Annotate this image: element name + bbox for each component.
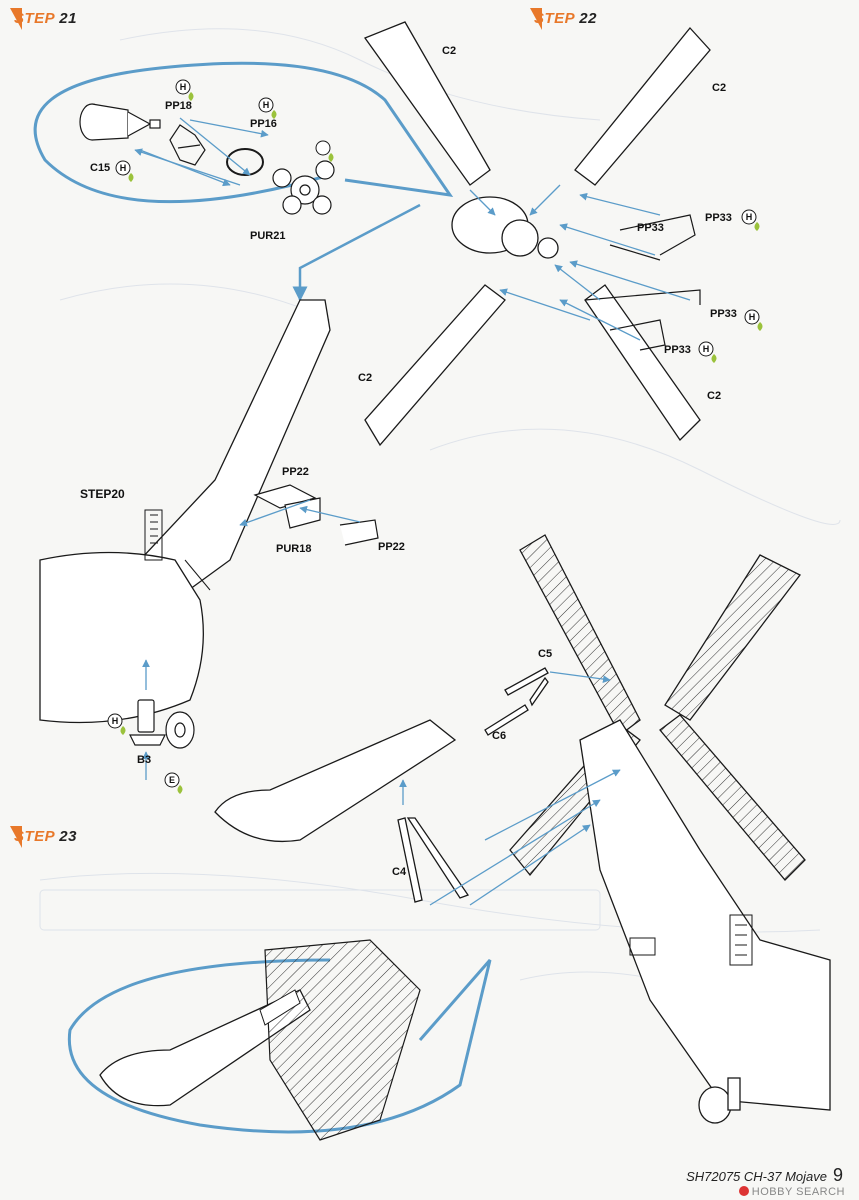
part-label-c4: C4	[392, 866, 407, 878]
part-label-pur21: PUR21	[250, 230, 286, 242]
watermark: HOBBY SEARCH	[738, 1186, 845, 1198]
step-23-number: 23	[59, 828, 77, 845]
step20-reference: STEP20	[80, 487, 125, 501]
part-label-pp33-a: PP33	[705, 212, 732, 224]
page-number: 9	[832, 1165, 843, 1185]
glue-hard-marker: H	[746, 212, 753, 222]
part-label-c2-bottom-right: C2	[707, 390, 722, 402]
glue-epoxy-marker: E	[169, 775, 175, 785]
part-label-c5: C5	[538, 648, 553, 660]
glue-hard-marker: H	[112, 716, 119, 726]
step22-blades	[363, 21, 711, 447]
tail-boom	[39, 299, 331, 724]
clip-pp18	[169, 124, 206, 166]
step-21-number: 21	[59, 10, 77, 27]
tail-wheel-b3	[129, 699, 195, 749]
part-label-pp22-top: PP22	[282, 466, 309, 478]
glue-hard-marker: H	[749, 312, 756, 322]
glue-markers: H H H H H H H E	[107, 79, 763, 794]
glue-hard-marker: H	[263, 100, 270, 110]
tailplane	[214, 719, 457, 843]
step-22-number: 22	[579, 10, 597, 27]
page-footer: SH72075 CH-37 Mojave 9	[686, 1165, 843, 1186]
step-21-tag: STEP 21	[10, 8, 90, 30]
step23-callout	[67, 939, 492, 1141]
rotor-shaft-c15	[79, 103, 161, 141]
part-label-pp33-c: PP33	[710, 308, 737, 320]
struts	[397, 667, 549, 903]
kit-code: SH72075 CH-37 Mojave	[686, 1169, 827, 1184]
glue-hard-marker: H	[120, 163, 127, 173]
tail-parts-pp22	[253, 484, 379, 546]
fuselage-right	[579, 719, 831, 1124]
part-label-pp18: PP18	[165, 100, 192, 112]
part-label-c2-left: C2	[358, 372, 373, 384]
part-label-c15: C15	[90, 162, 111, 174]
step21-callout	[33, 61, 454, 215]
part-label-c6: C6	[492, 730, 507, 742]
part-label-pp22-right: PP22	[378, 541, 405, 553]
step22-links	[584, 214, 701, 351]
watermark-logo-icon	[738, 1186, 749, 1196]
tail-detail	[144, 509, 211, 591]
watermark-text: HOBBY SEARCH	[751, 1186, 845, 1198]
step-22-prefix: STEP	[534, 10, 575, 27]
hub-pur21	[272, 160, 335, 215]
step-23-prefix: STEP	[14, 828, 55, 845]
part-label-pp33-d: PP33	[664, 344, 691, 356]
background-ghost	[39, 28, 841, 991]
callout-arrow-21	[292, 203, 421, 302]
part-label-b3: B3	[137, 754, 152, 766]
rotor-hatched	[509, 534, 806, 881]
part-label-pp33-b: PP33	[637, 222, 664, 234]
part-label-c2-right: C2	[712, 82, 727, 94]
part-label-c2-top: C2	[442, 45, 457, 57]
step-23-tag: STEP 23	[10, 826, 90, 848]
step-22-tag: STEP 22	[530, 8, 610, 30]
glue-hard-marker: H	[180, 82, 187, 92]
part-label-pp16: PP16	[250, 118, 277, 130]
part-label-pur18: PUR18	[276, 543, 312, 555]
glue-hard-marker: H	[703, 344, 710, 354]
step-21-prefix: STEP	[14, 10, 55, 27]
